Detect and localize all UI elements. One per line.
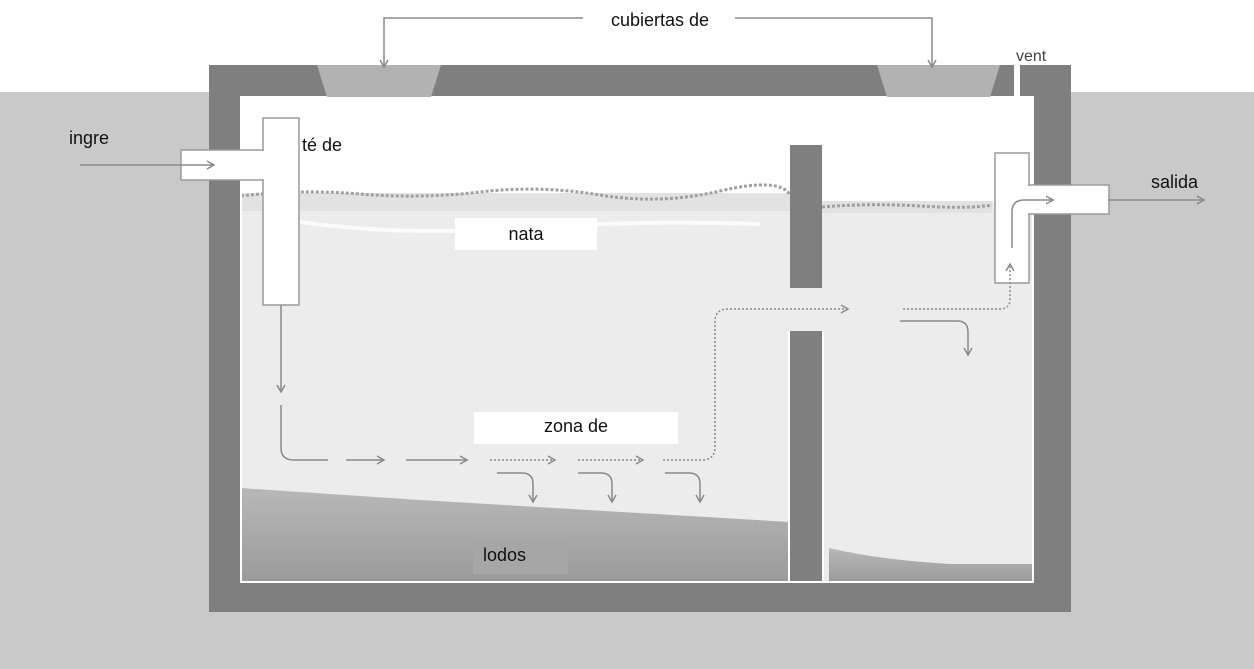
sludge-label: lodos <box>473 540 568 574</box>
cover-callout-bracket <box>379 17 937 69</box>
baffle-upper <box>790 145 822 288</box>
inlet-label: ingre <box>69 128 110 148</box>
inlet-tee-label: té de <box>302 135 343 155</box>
inlet-tee <box>180 117 300 306</box>
sludge-layer-main <box>241 488 790 582</box>
access-cover-left <box>317 65 441 97</box>
sludge-layer-second <box>829 548 1033 582</box>
vent-label: vent <box>1016 48 1047 65</box>
outlet-label: salida <box>1147 171 1203 193</box>
baffle-lower <box>790 331 822 612</box>
covers-label: cubiertas de <box>610 10 710 30</box>
settling-zone-label: zona de <box>474 412 678 444</box>
flow-arrows <box>80 160 1206 504</box>
access-cover-right <box>877 65 1000 97</box>
scum-label: nata <box>455 218 597 250</box>
vent-pipe <box>1014 60 1020 97</box>
